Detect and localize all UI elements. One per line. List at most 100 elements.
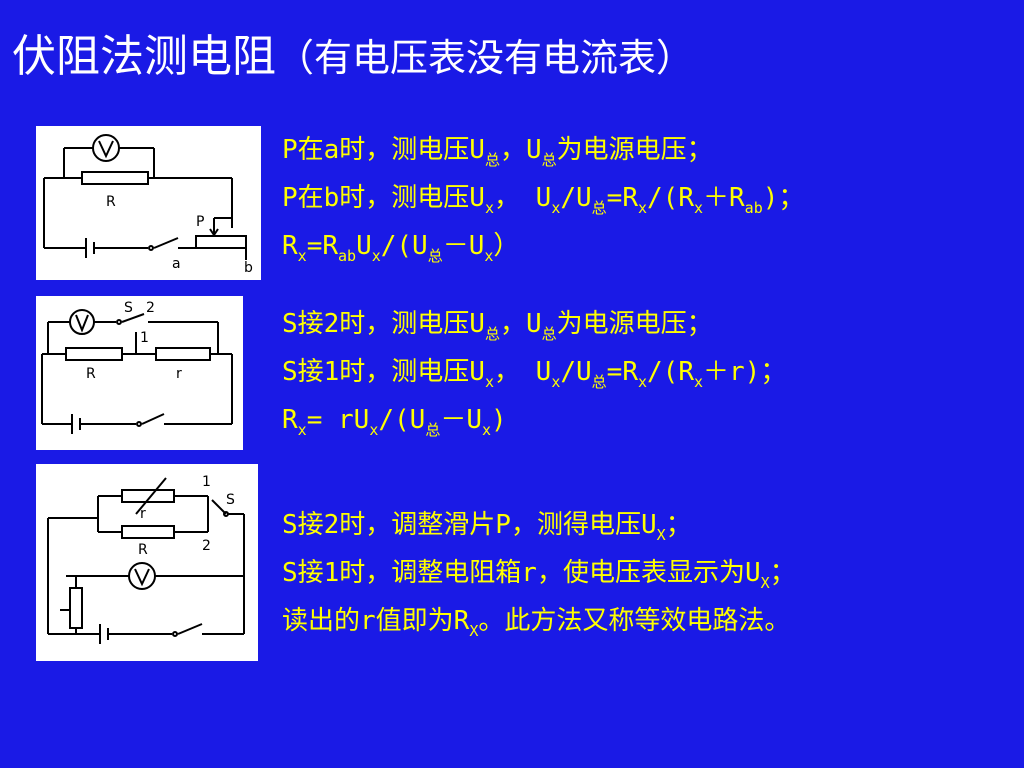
resistor-r: [81, 171, 149, 185]
label-r-small: r: [176, 366, 182, 382]
voltmeter-v-symbol: [75, 314, 89, 333]
text-run: /U: [560, 357, 592, 387]
text-run: S接1时，测电压U: [282, 357, 485, 387]
rheostat: [195, 235, 247, 249]
text-run: －U: [442, 231, 485, 261]
text-run: ）: [493, 231, 520, 261]
text-line: P在a时，测电压U总，U总为电源电压；: [282, 128, 804, 176]
slider-arrow: [209, 228, 219, 237]
title-subtitle: （有电压表没有电流表）: [276, 36, 695, 80]
text-run: 读出的r值即为R: [282, 606, 470, 636]
text-run: U: [356, 231, 372, 261]
switch-blade: [153, 237, 179, 249]
voltmeter-v-symbol: [134, 568, 150, 587]
text-run: ): [491, 405, 507, 435]
text-run: =R: [306, 231, 338, 261]
subscript: 总: [484, 151, 500, 169]
text-run: ， U: [494, 357, 552, 387]
label-r: R: [106, 194, 116, 210]
subscript: x: [484, 373, 494, 391]
subscript: 总: [427, 247, 443, 265]
subscript: x: [637, 373, 648, 391]
subscript: 总: [591, 373, 607, 391]
subscript: X: [469, 622, 479, 640]
label-1: 1: [202, 474, 211, 490]
subscript: x: [297, 421, 307, 439]
text-run: R: [282, 231, 298, 261]
text-run: 为电源电压；: [556, 309, 713, 339]
label-r-big: R: [138, 542, 148, 558]
text-run: = rU: [306, 405, 370, 435]
title-main: 伏阻法测电阻: [12, 31, 276, 82]
switch-contact: [116, 319, 122, 325]
text-line: S接2时，调整滑片P，测得电压UX；: [282, 503, 796, 551]
description-block-3: S接2时，调整滑片P，测得电压UX； S接1时，调整电阻箱r，使电压表显示为UX…: [282, 503, 796, 647]
text-line: P在b时，测电压Ux， Ux/U总=Rx/(Rx＋Rab)；: [282, 176, 804, 224]
label-s: S: [124, 300, 133, 316]
text-run: /(U: [378, 405, 426, 435]
subscript: x: [693, 373, 704, 391]
subscript: x: [551, 199, 561, 217]
text-run: ， U: [494, 183, 552, 213]
subscript: 总: [484, 325, 500, 343]
text-run: )；: [762, 183, 805, 213]
subscript: x: [693, 199, 704, 217]
text-run: /U: [560, 183, 592, 213]
label-b: b: [244, 260, 253, 276]
text-run: /(R: [647, 183, 694, 213]
text-run: P在b时，测电压U: [282, 183, 485, 213]
switch-contact: [172, 631, 178, 637]
text-run: ＋r)；: [703, 357, 787, 387]
text-run: =R: [606, 183, 638, 213]
subscript: x: [551, 373, 561, 391]
switch-blade: [141, 413, 165, 425]
text-run: ＋R: [703, 183, 745, 213]
text-run: －U: [440, 405, 482, 435]
label-1: 1: [140, 330, 149, 346]
text-run: S接2时，测电压U: [282, 309, 485, 339]
subscript: X: [760, 574, 770, 592]
text-run: ，U: [499, 135, 542, 165]
text-run: ；: [769, 558, 796, 588]
description-block-2: S接2时，测电压U总，U总为电源电压； S接1时，测电压Ux， Ux/U总=Rx…: [282, 302, 786, 446]
rheostat: [69, 587, 83, 629]
circuit-2-svg: S 2 1 R r: [41, 300, 233, 434]
text-run: 。此方法又称等效电路法。: [478, 606, 791, 636]
switch-contact: [148, 245, 154, 251]
subscript: x: [371, 247, 381, 265]
label-a: a: [172, 256, 181, 272]
description-block-1: P在a时，测电压U总，U总为电源电压； P在b时，测电压Ux， Ux/U总=Rx…: [282, 128, 804, 272]
subscript: x: [637, 199, 648, 217]
resistor-small-r: [155, 347, 211, 361]
label-r-big: R: [86, 366, 96, 382]
label-2: 2: [202, 538, 211, 554]
switch-s-blade: [211, 499, 227, 515]
text-run: /(U: [380, 231, 428, 261]
resistance-box-arrow: [135, 477, 167, 515]
switch-s-blade: [121, 313, 145, 323]
text-run: S接2时，调整滑片P，测得电压U: [282, 510, 657, 540]
text-line: Rx=RabUx/(U总－Ux）: [282, 224, 804, 272]
resistor-r: [65, 347, 123, 361]
subscript: x: [297, 247, 307, 265]
text-run: ；: [665, 510, 692, 540]
text-line: S接2时，测电压U总，U总为电源电压；: [282, 302, 786, 350]
text-run: ，U: [499, 309, 542, 339]
text-run: S接1时，调整电阻箱r，使电压表显示为U: [282, 558, 761, 588]
text-line: Rx= rUx/(U总－Ux): [282, 398, 786, 446]
page-title: 伏阻法测电阻（有电压表没有电流表）: [12, 20, 694, 84]
subscript: ab: [338, 247, 357, 265]
label-r-small: r: [140, 506, 146, 522]
label-2: 2: [146, 300, 155, 316]
subscript: X: [656, 526, 666, 544]
subscript: x: [369, 421, 379, 439]
text-run: =R: [606, 357, 638, 387]
text-run: /(R: [647, 357, 694, 387]
subscript: ab: [744, 199, 763, 217]
text-run: R: [282, 405, 298, 435]
circuit-diagram-2: S 2 1 R r: [36, 296, 243, 450]
circuit-diagram-3: 1 S r R 2: [36, 464, 258, 661]
text-line: S接1时，测电压Ux， Ux/U总=Rx/(Rx＋r)；: [282, 350, 786, 398]
subscript: x: [481, 421, 492, 439]
subscript: 总: [425, 421, 441, 439]
